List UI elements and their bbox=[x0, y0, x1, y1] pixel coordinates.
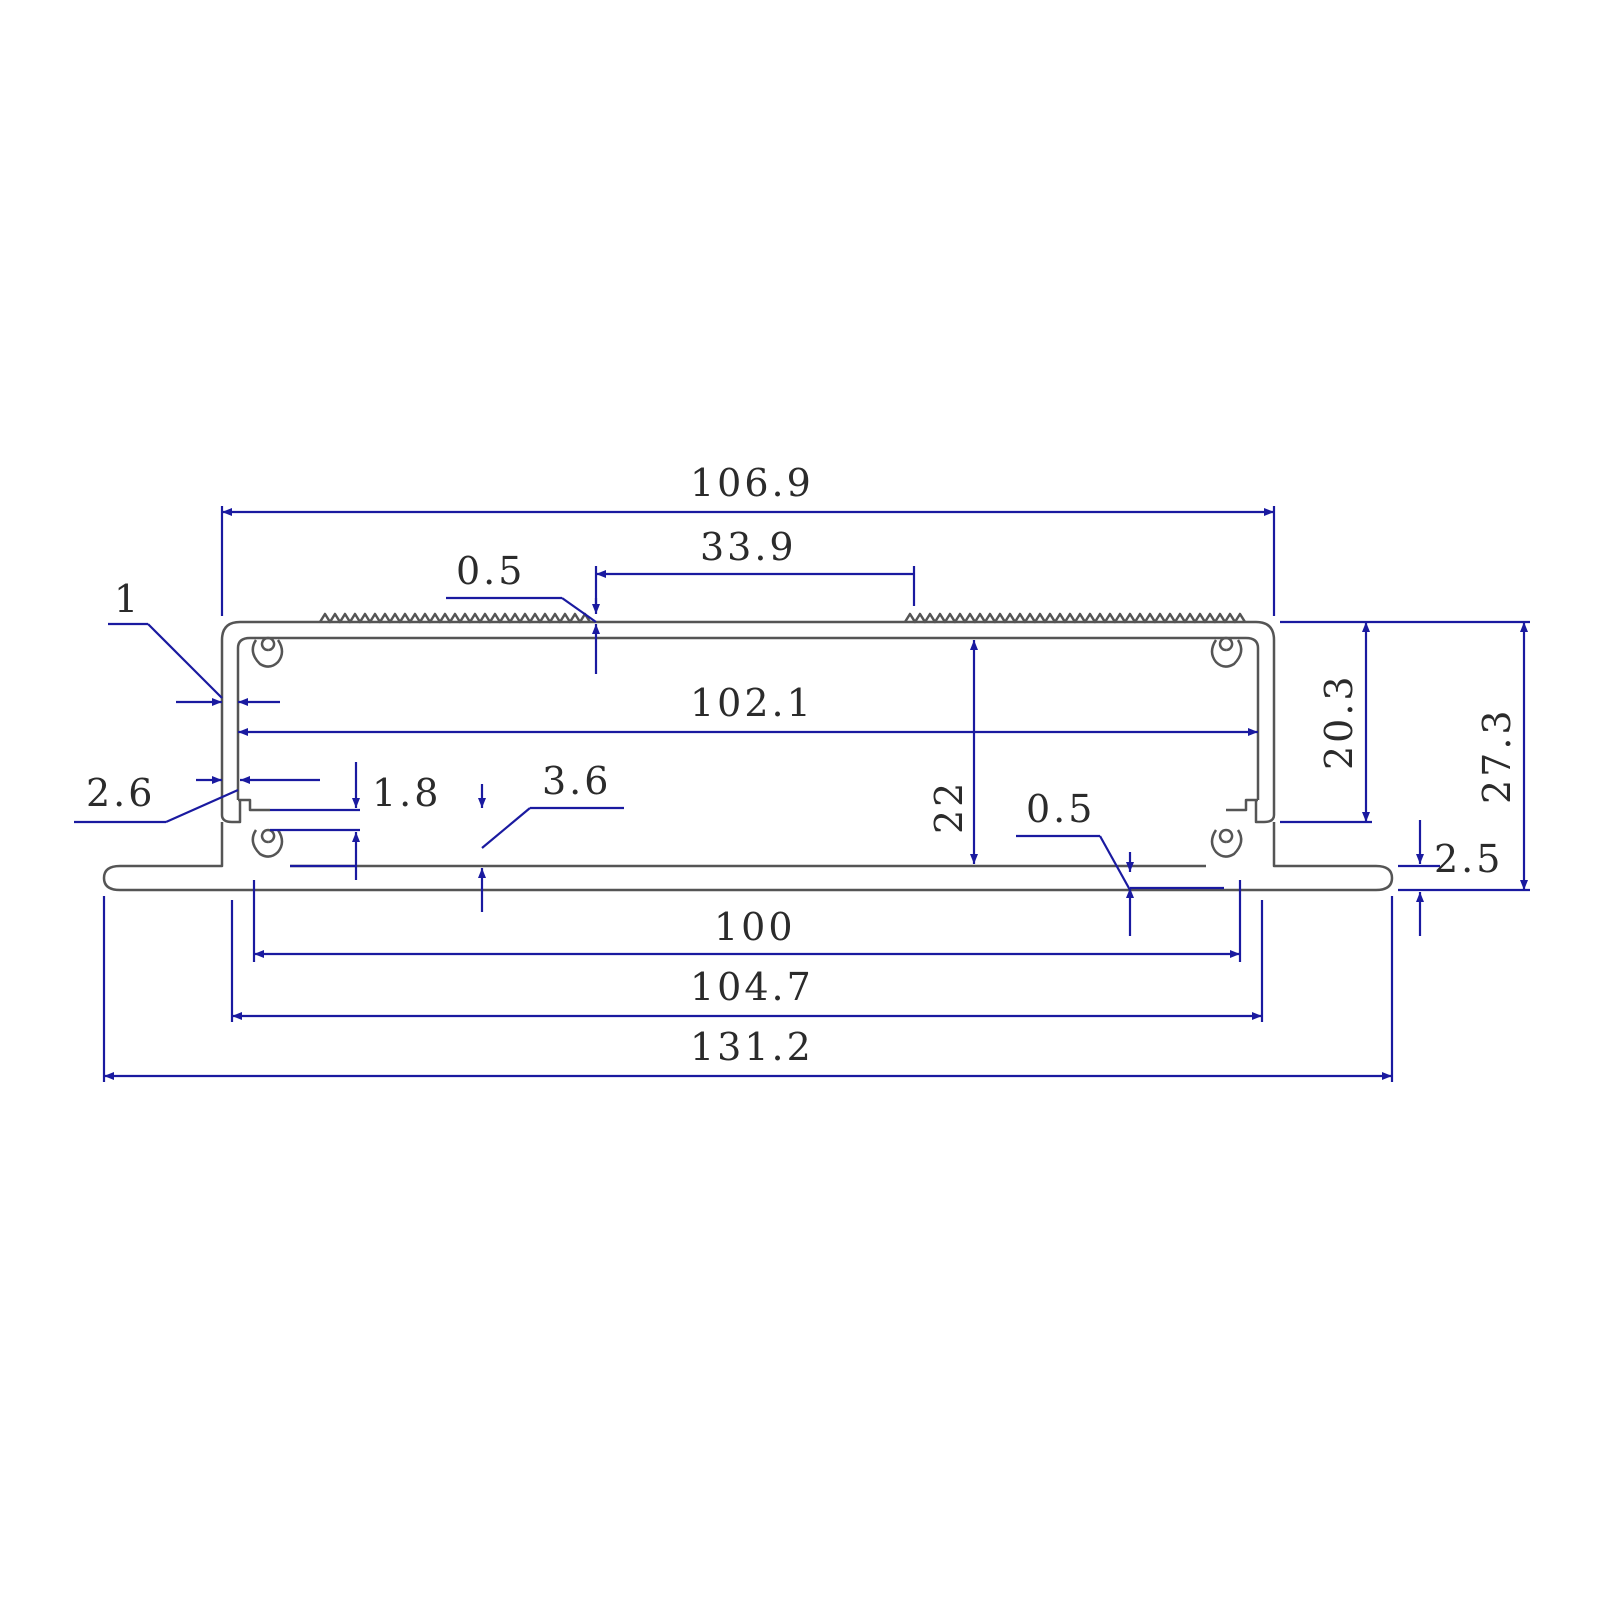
dimension-lines bbox=[74, 506, 1530, 1082]
dim-slot-height: 3.6 bbox=[542, 759, 611, 803]
screw-boss-top-left bbox=[251, 636, 284, 668]
screw-boss-bottom-left bbox=[251, 828, 284, 858]
dimension-labels: 106.9 33.9 0.5 1 102.1 2.6 1.8 3.6 22 0.… bbox=[86, 461, 1519, 1069]
aluminum-profile-outline bbox=[102, 612, 1394, 892]
dim-slot-gap: 1.8 bbox=[372, 771, 441, 815]
dim-overall-height: 27.3 bbox=[1475, 707, 1519, 804]
base-flange bbox=[102, 822, 1394, 892]
dim-bottom-gap: 0.5 bbox=[1026, 787, 1095, 831]
screw-boss-top-right bbox=[1210, 636, 1243, 668]
dim-base-inner-width: 100 bbox=[714, 905, 796, 949]
dim-flange-width: 131.2 bbox=[690, 1025, 814, 1069]
dim-upper-height: 20.3 bbox=[1317, 673, 1361, 770]
dim-slot-wall: 2.6 bbox=[86, 771, 155, 815]
heatsink-ribs-left bbox=[318, 612, 592, 624]
dim-rib-zone-width: 33.9 bbox=[700, 525, 797, 569]
dim-flange-thickness: 2.5 bbox=[1434, 837, 1503, 881]
dim-base-width: 104.7 bbox=[690, 965, 814, 1009]
dim-rib-depth: 0.5 bbox=[456, 549, 525, 593]
dim-wall-thickness: 1 bbox=[114, 577, 141, 621]
screw-boss-bottom-right bbox=[1210, 828, 1243, 858]
dim-inner-width: 102.1 bbox=[690, 681, 814, 725]
heatsink-ribs-right bbox=[903, 612, 1247, 624]
dim-overall-top-width: 106.9 bbox=[690, 461, 814, 505]
dim-inner-height: 22 bbox=[927, 780, 971, 834]
